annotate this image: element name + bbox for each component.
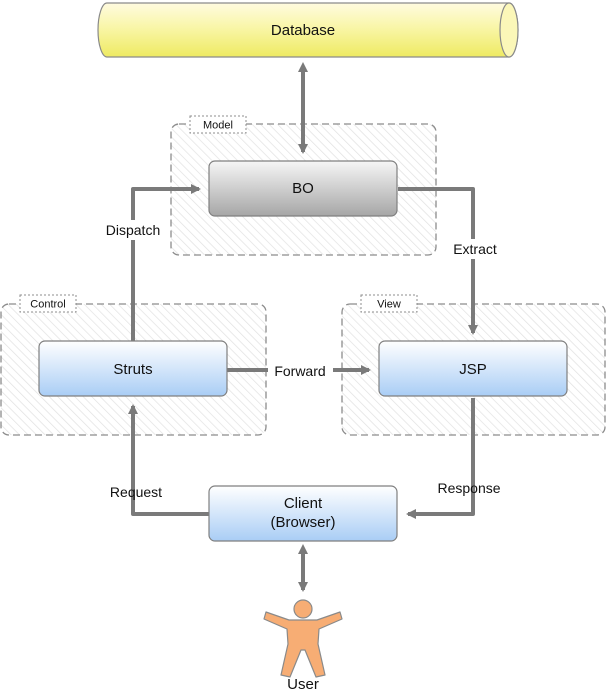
- database-node: Database: [97, 2, 519, 58]
- user-node: User: [263, 599, 343, 693]
- user-label: User: [287, 676, 319, 693]
- extract-arrow: [398, 187, 478, 335]
- view-group-tag: [360, 294, 418, 313]
- response-arrow: [406, 398, 475, 519]
- bo-label: BO: [292, 180, 314, 197]
- dispatch-label: Dispatch: [106, 222, 160, 238]
- struts-node: Struts: [38, 340, 228, 397]
- model-group-tag: [189, 115, 247, 134]
- jsp-label: JSP: [459, 361, 487, 378]
- control-group-tag: [19, 294, 77, 313]
- jsp-node: JSP: [378, 340, 568, 397]
- struts-label: Struts: [113, 361, 152, 378]
- client-node: Client (Browser): [208, 485, 398, 542]
- dispatch-arrow: [131, 184, 201, 341]
- model-group-label: Model: [203, 120, 233, 132]
- extract-label: Extract: [453, 241, 497, 257]
- control-group-label: Control: [30, 299, 65, 311]
- request-arrow: [128, 404, 209, 516]
- user-icon: [263, 599, 343, 678]
- client-label-line1: Client: [284, 495, 323, 512]
- bo-node: BO: [208, 160, 398, 217]
- edge-labels: Dispatch Extract Forward Request Respons…: [100, 220, 503, 500]
- view-group-label: View: [377, 299, 401, 311]
- client-label-line2: (Browser): [270, 514, 335, 531]
- forward-label: Forward: [274, 363, 325, 379]
- request-label: Request: [110, 484, 162, 500]
- database-label: Database: [271, 22, 335, 39]
- response-label: Response: [437, 480, 500, 496]
